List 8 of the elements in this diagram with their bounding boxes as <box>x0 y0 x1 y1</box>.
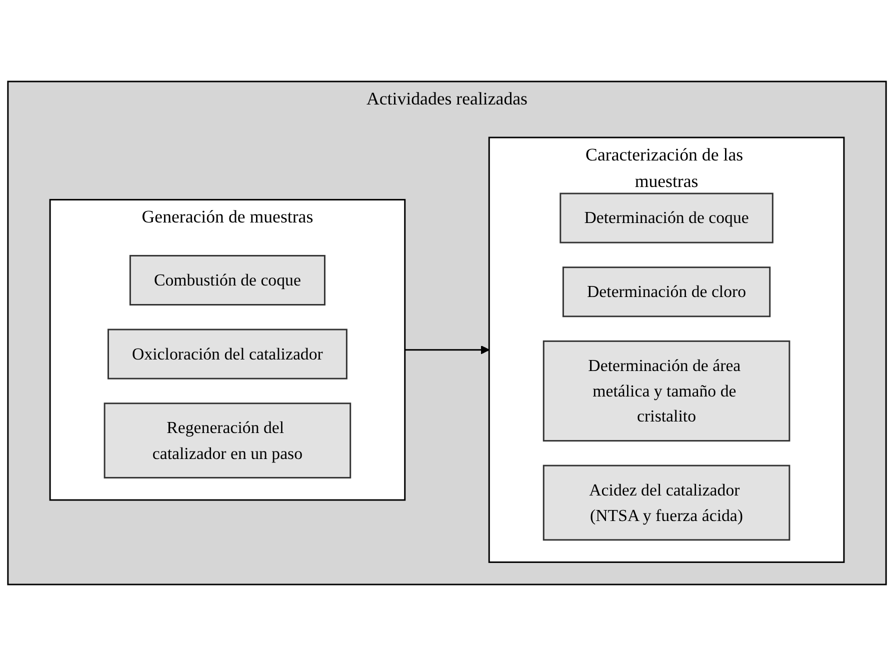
node-box: Combustión de coque <box>129 254 326 306</box>
arrow <box>404 346 490 354</box>
node-box: Determinación de coque <box>560 192 774 244</box>
node-box: Determinación de cloro <box>562 266 771 318</box>
node-box: Determinación de área metálica y tamaño de cristalito <box>542 340 790 442</box>
node-box: Regeneración del catalizador en un paso <box>104 402 352 478</box>
node-box: Acidez del catalizador (NTSA y fuerza ácida) <box>542 464 790 541</box>
node-box: Oxicloración del catalizador <box>108 328 348 380</box>
